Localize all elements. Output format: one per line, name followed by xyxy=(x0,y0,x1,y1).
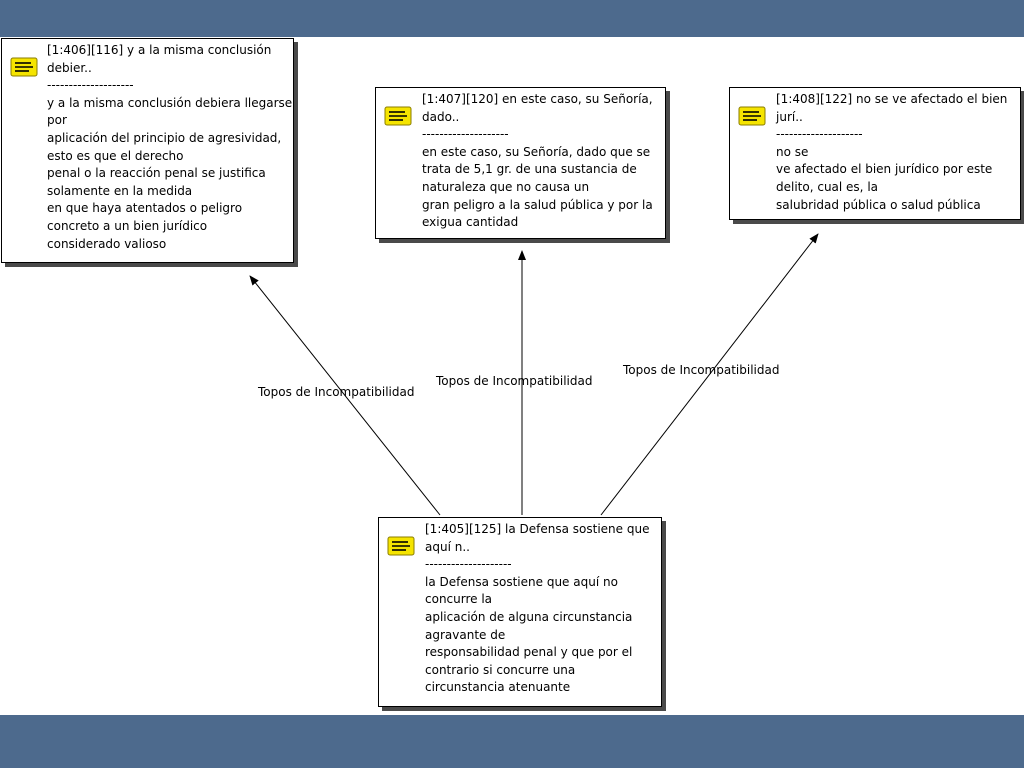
top-frame-band xyxy=(0,0,1024,37)
memo-text-line: gran peligro a la salud pública y por la xyxy=(422,197,653,212)
memo-text-line: no se xyxy=(776,144,809,159)
memo-text-line: contrario si concurre una xyxy=(425,662,576,677)
memo-text-line: naturaleza que no causa un xyxy=(422,179,590,194)
memo-text-line: penal o la reacción penal se justifica xyxy=(47,166,266,181)
memo-text-line: concreto a un bien jurídico xyxy=(47,218,208,233)
memo-text-line: aplicación de alguna circunstancia xyxy=(425,609,633,624)
memo-text-line: solamente en la medida xyxy=(47,183,193,198)
memo-text-line: delito, cual es, la xyxy=(776,179,878,194)
memo-header-line: dado.. xyxy=(422,109,460,124)
link-arrow-to-406 xyxy=(249,275,441,516)
memo-separator: -------------------- xyxy=(776,127,863,142)
memo-text-line: exigua cantidad xyxy=(422,215,519,230)
memo-text-line: responsabilidad penal y que por el xyxy=(425,645,633,660)
memo-text-line: esto es que el derecho xyxy=(47,148,184,163)
memo-node-406[interactable]: [1:406][116] y a la misma conclusión deb… xyxy=(1,38,294,263)
memo-text-line: y a la misma conclusión debiera llegarse xyxy=(47,95,293,110)
memo-text-line: circunstancia atenuante xyxy=(425,680,571,695)
memo-header-line: [1:407][120] en este caso, su Señoría, xyxy=(422,92,653,106)
memo-node-408[interactable]: [1:408][122] no se ve afectado el bien j… xyxy=(729,87,1021,220)
memo-text-line: aplicación del principio de agresividad, xyxy=(47,130,282,145)
memo-header-line: [1:405][125] la Defensa sostiene que xyxy=(425,522,650,536)
yellow-note-icon xyxy=(738,106,766,126)
yellow-note-icon xyxy=(10,57,38,77)
memo-node-407[interactable]: [1:407][120] en este caso, su Señoría, d… xyxy=(375,87,666,239)
memo-text-line: concurre la xyxy=(425,592,493,607)
memo-separator: -------------------- xyxy=(422,127,509,142)
link-label-to-406: Topos de Incompatibilidad xyxy=(257,385,414,399)
yellow-note-icon xyxy=(387,536,415,556)
memo-separator: -------------------- xyxy=(47,78,134,93)
memo-header-line: [1:406][116] y a la misma conclusión xyxy=(47,43,272,57)
memo-text-line: ve afectado el bien jurídico por este xyxy=(776,162,993,177)
memo-text-line: salubridad pública o salud pública xyxy=(776,197,981,212)
memo-node-405[interactable]: [1:405][125] la Defensa sostiene que aqu… xyxy=(378,517,662,707)
memo-text-line: trata de 5,1 gr. de una sustancia de xyxy=(422,162,637,177)
memo-text-line: la Defensa sostiene que aquí no xyxy=(425,574,618,589)
memo-separator: -------------------- xyxy=(425,557,512,572)
memo-header-line: aquí n.. xyxy=(425,539,470,554)
memo-header-line: [1:408][122] no se ve afectado el bien xyxy=(776,92,1008,106)
memo-text-line: en este caso, su Señoría, dado que se xyxy=(422,144,651,159)
memo-text-line: considerado valioso xyxy=(47,236,167,251)
memo-text-line: por xyxy=(47,113,67,128)
memo-header-line: debier.. xyxy=(47,60,92,75)
memo-header-line: jurí.. xyxy=(776,109,803,124)
bottom-frame-band xyxy=(0,715,1024,768)
link-label-to-408: Topos de Incompatibilidad xyxy=(622,363,779,377)
link-label-to-407: Topos de Incompatibilidad xyxy=(435,374,592,388)
link-arrow-to-408 xyxy=(600,233,819,516)
memo-text-line: agravante de xyxy=(425,627,506,642)
yellow-note-icon xyxy=(384,106,412,126)
memo-text-line: en que haya atentados o peligro xyxy=(47,201,243,216)
